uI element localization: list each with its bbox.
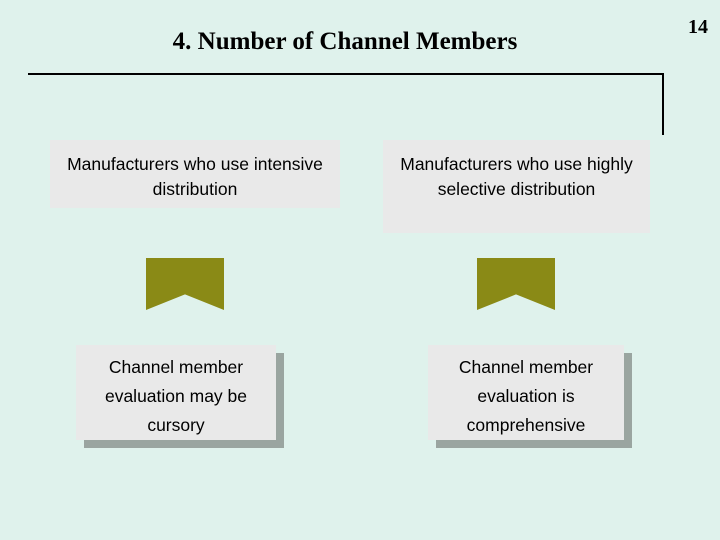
title-divider-vertical <box>662 73 664 135</box>
top-box-right: Manufacturers who use highly selective d… <box>383 140 650 233</box>
slide-number: 14 <box>688 16 708 38</box>
bottom-box-left-container: Channel member evaluation may be cursory <box>76 345 284 448</box>
bottom-box-left: Channel member evaluation may be cursory <box>76 345 276 440</box>
down-chevron-arrow-right-icon <box>477 258 555 310</box>
top-box-left: Manufacturers who use intensive distribu… <box>50 140 340 208</box>
page-title: 4. Number of Channel Members <box>172 28 518 55</box>
title-divider-horizontal <box>28 73 664 75</box>
down-chevron-arrow-left-icon <box>146 258 224 310</box>
bottom-box-right: Channel member evaluation is comprehensi… <box>428 345 624 440</box>
bottom-box-right-container: Channel member evaluation is comprehensi… <box>428 345 632 448</box>
